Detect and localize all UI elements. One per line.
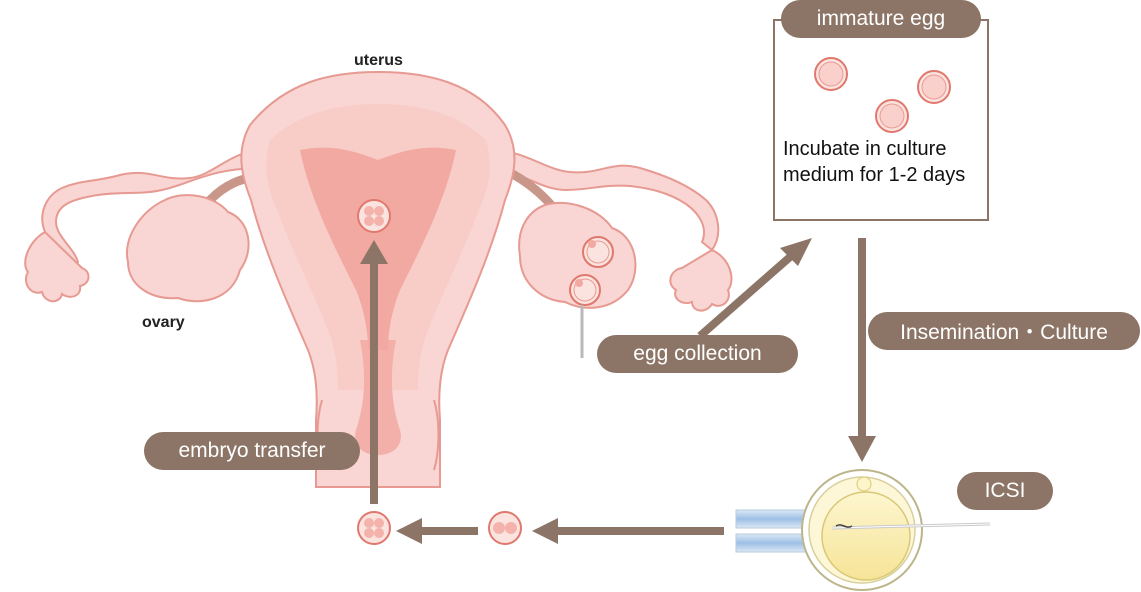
holding-pipette [735,509,811,529]
arrow-egg-collection [697,246,801,340]
icsi-pill: ICSI [957,472,1053,510]
uterus-illustration [24,70,733,488]
incubate-text: Incubate in culture medium for 1-2 days [783,138,966,186]
icsi-illustration [735,469,991,591]
right-ovary [518,202,637,309]
left-fimbriae [24,230,90,303]
four-cell-embryo-icon [357,511,391,545]
insemination-culture-pill: Insemination・Culture [868,312,1140,350]
arrows [360,238,876,544]
immature-egg-icons [814,57,951,133]
right-fimbriae [669,248,733,312]
embryo-transfer-pill: embryo transfer [144,432,360,470]
immature-egg-pill: immature egg [781,0,981,38]
left-ovary [125,194,250,303]
ovary-label: ovary [142,314,185,331]
implanted-embryo-icon [357,199,391,233]
right-fallopian-tube [489,148,720,252]
uterus-label: uterus [354,52,403,69]
egg-collection-pill: egg collection [597,335,798,373]
two-cell-embryo-icon [488,511,522,545]
